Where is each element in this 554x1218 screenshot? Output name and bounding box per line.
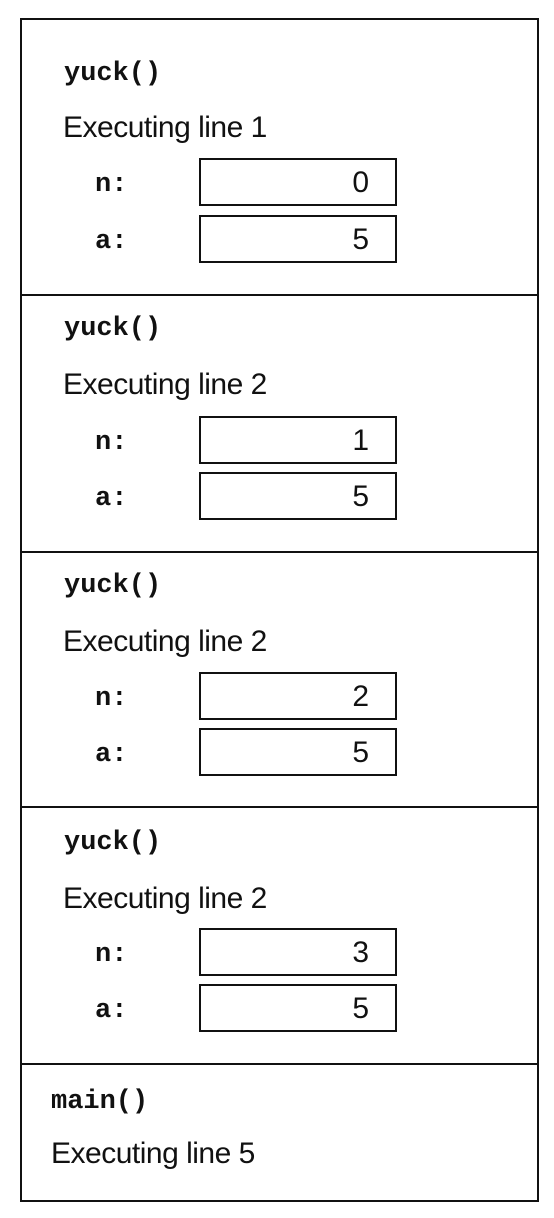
- variable-label: a:: [95, 227, 128, 257]
- variable-value: 5: [352, 992, 369, 1025]
- frame-function-name: yuck(): [64, 571, 162, 601]
- call-stack: yuck() Executing line 1 n: 0 a: 5 yuck()…: [20, 18, 539, 1202]
- variable-label: n:: [95, 940, 128, 970]
- variable-label: n:: [95, 428, 128, 458]
- variable-label: n:: [95, 684, 128, 714]
- variable-label: a:: [95, 740, 128, 770]
- variable-value: 0: [352, 166, 369, 199]
- stack-frame: yuck() Executing line 2 n: 1 a: 5: [22, 296, 537, 553]
- variable-label: n:: [95, 170, 128, 200]
- frame-status: Executing line 2: [63, 882, 267, 915]
- stack-frame-main: main() Executing line 5: [22, 1065, 537, 1200]
- frame-function-name: yuck(): [64, 314, 162, 344]
- frame-function-name: yuck(): [64, 59, 162, 89]
- variable-value: 1: [352, 424, 369, 457]
- variable-value-box: 5: [199, 728, 397, 776]
- stack-frame: yuck() Executing line 2 n: 3 a: 5: [22, 808, 537, 1065]
- stack-frame: yuck() Executing line 2 n: 2 a: 5: [22, 553, 537, 808]
- variable-value-box: 5: [199, 984, 397, 1032]
- variable-value-box: 1: [199, 416, 397, 464]
- frame-status: Executing line 5: [51, 1137, 255, 1170]
- variable-label: a:: [95, 996, 128, 1026]
- frame-status: Executing line 1: [63, 111, 267, 144]
- variable-value: 5: [352, 480, 369, 513]
- frame-function-name: main(): [51, 1087, 149, 1117]
- frame-function-name: yuck(): [64, 828, 162, 858]
- variable-value-box: 3: [199, 928, 397, 976]
- variable-value-box: 5: [199, 215, 397, 263]
- variable-value: 5: [352, 223, 369, 256]
- variable-value: 2: [352, 680, 369, 713]
- variable-value-box: 2: [199, 672, 397, 720]
- variable-label: a:: [95, 484, 128, 514]
- variable-value: 5: [352, 736, 369, 769]
- frame-status: Executing line 2: [63, 625, 267, 658]
- variable-value-box: 0: [199, 158, 397, 206]
- frame-status: Executing line 2: [63, 368, 267, 401]
- variable-value: 3: [352, 936, 369, 969]
- variable-value-box: 5: [199, 472, 397, 520]
- stack-frame: yuck() Executing line 1 n: 0 a: 5: [22, 20, 537, 296]
